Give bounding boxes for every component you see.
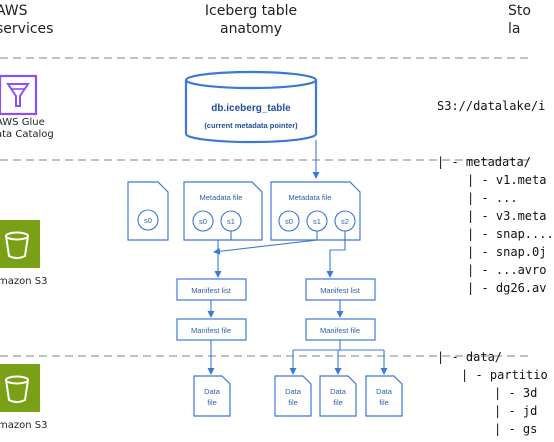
snapshot-label: s0 (199, 217, 207, 226)
storage-metadata-line: | - v3.meta (467, 209, 547, 223)
catalog-pointer-note: (current metadata pointer) (204, 121, 298, 130)
header-iceberg-anatomy-text: Iceberg table anatomy (204, 3, 298, 37)
data-file-4: Data file (365, 375, 403, 417)
metadata-file-v1: s0 (127, 181, 169, 241)
glue-catalog-icon (0, 74, 38, 116)
storage-metadata-line: | - snap.... (467, 227, 554, 241)
header-aws-services: AWS services (0, 2, 56, 38)
storage-metadata-line: | - dg26.av (467, 281, 547, 295)
header-storage-layout-text: Sto la (508, 3, 531, 37)
snapshot-label: s0 (144, 216, 152, 225)
data-file-1: Data file (193, 375, 231, 417)
metadata-file-label: Metadata file (200, 193, 243, 202)
manifest-file-label: Manifest file (320, 326, 360, 335)
arrow-s1-new-to-manifest-list (213, 231, 318, 255)
storage-data-line: | - jd (494, 404, 538, 418)
snapshot-label: s2 (341, 217, 349, 226)
s3-metadata-bucket-icon (0, 220, 40, 268)
header-iceberg-anatomy: Iceberg table anatomy (196, 2, 306, 38)
arrow-s2-to-manifest-list (326, 231, 346, 278)
manifest-file-label: Manifest file (191, 326, 231, 335)
storage-metadata-line: | - v1.meta (467, 173, 547, 187)
manifest-list-label: Manifest list (191, 286, 232, 295)
manifest-file-1: Manifest file (176, 318, 247, 341)
arrow-s1-to-manifest-list (214, 231, 232, 278)
data-file-label-line1: Data (376, 387, 393, 396)
storage-metadata-line: | - ... (467, 191, 518, 205)
catalog-pointer-cylinder: db.iceberg_table (current metadata point… (184, 70, 318, 144)
manifest-list-1: Manifest list (176, 278, 247, 301)
data-file-label-line2: file (207, 398, 217, 407)
glue-catalog-label: AWS Glue ata Catalog (0, 117, 54, 140)
storage-data-line: | - data/ (437, 350, 503, 364)
data-file-label-line1: Data (285, 387, 302, 396)
manifest-file-2: Manifest file (305, 318, 376, 341)
s3-data-bucket-icon (0, 364, 40, 412)
data-file-label-line1: Data (204, 387, 221, 396)
metadata-file-v2: Metadata file s0 s1 (183, 181, 263, 241)
data-file-2: Data file (274, 375, 312, 417)
data-file-label-line1: Data (330, 387, 347, 396)
catalog-table-name: db.iceberg_table (211, 103, 291, 114)
manifest-list-2: Manifest list (305, 278, 376, 301)
snapshot-label: s0 (285, 217, 293, 226)
data-file-label-line2: file (379, 398, 389, 407)
manifest-list-label: Manifest list (320, 286, 361, 295)
storage-data-line: | - gs (494, 422, 538, 436)
header-aws-services-text: AWS services (0, 3, 54, 37)
storage-metadata-line: | - metadata/ (437, 155, 531, 169)
storage-catalog-path: S3://datalake/i (437, 99, 546, 113)
storage-data-line: | - partitio (461, 368, 548, 382)
metadata-file-label: Metadata file (289, 193, 332, 202)
diagram-graphics: db.iceberg_table (current metadata point… (0, 57, 530, 417)
s3-data-label: mazon S3 (0, 420, 48, 431)
header-storage-layout: Sto la (508, 2, 538, 38)
metadata-file-v3: Metadata file s0 s1 s2 (270, 181, 361, 241)
data-file-3: Data file (319, 375, 357, 417)
data-file-label-line2: file (333, 398, 343, 407)
snapshot-label: s1 (313, 217, 321, 226)
storage-data-line: | - 3d (494, 386, 538, 400)
s3-metadata-label: mazon S3 (0, 276, 48, 287)
storage-metadata-line: | - ...avro (467, 263, 547, 277)
snapshot-label: s1 (227, 217, 235, 226)
storage-metadata-line: | - snap.0j (467, 245, 547, 259)
data-file-label-line2: file (288, 398, 298, 407)
